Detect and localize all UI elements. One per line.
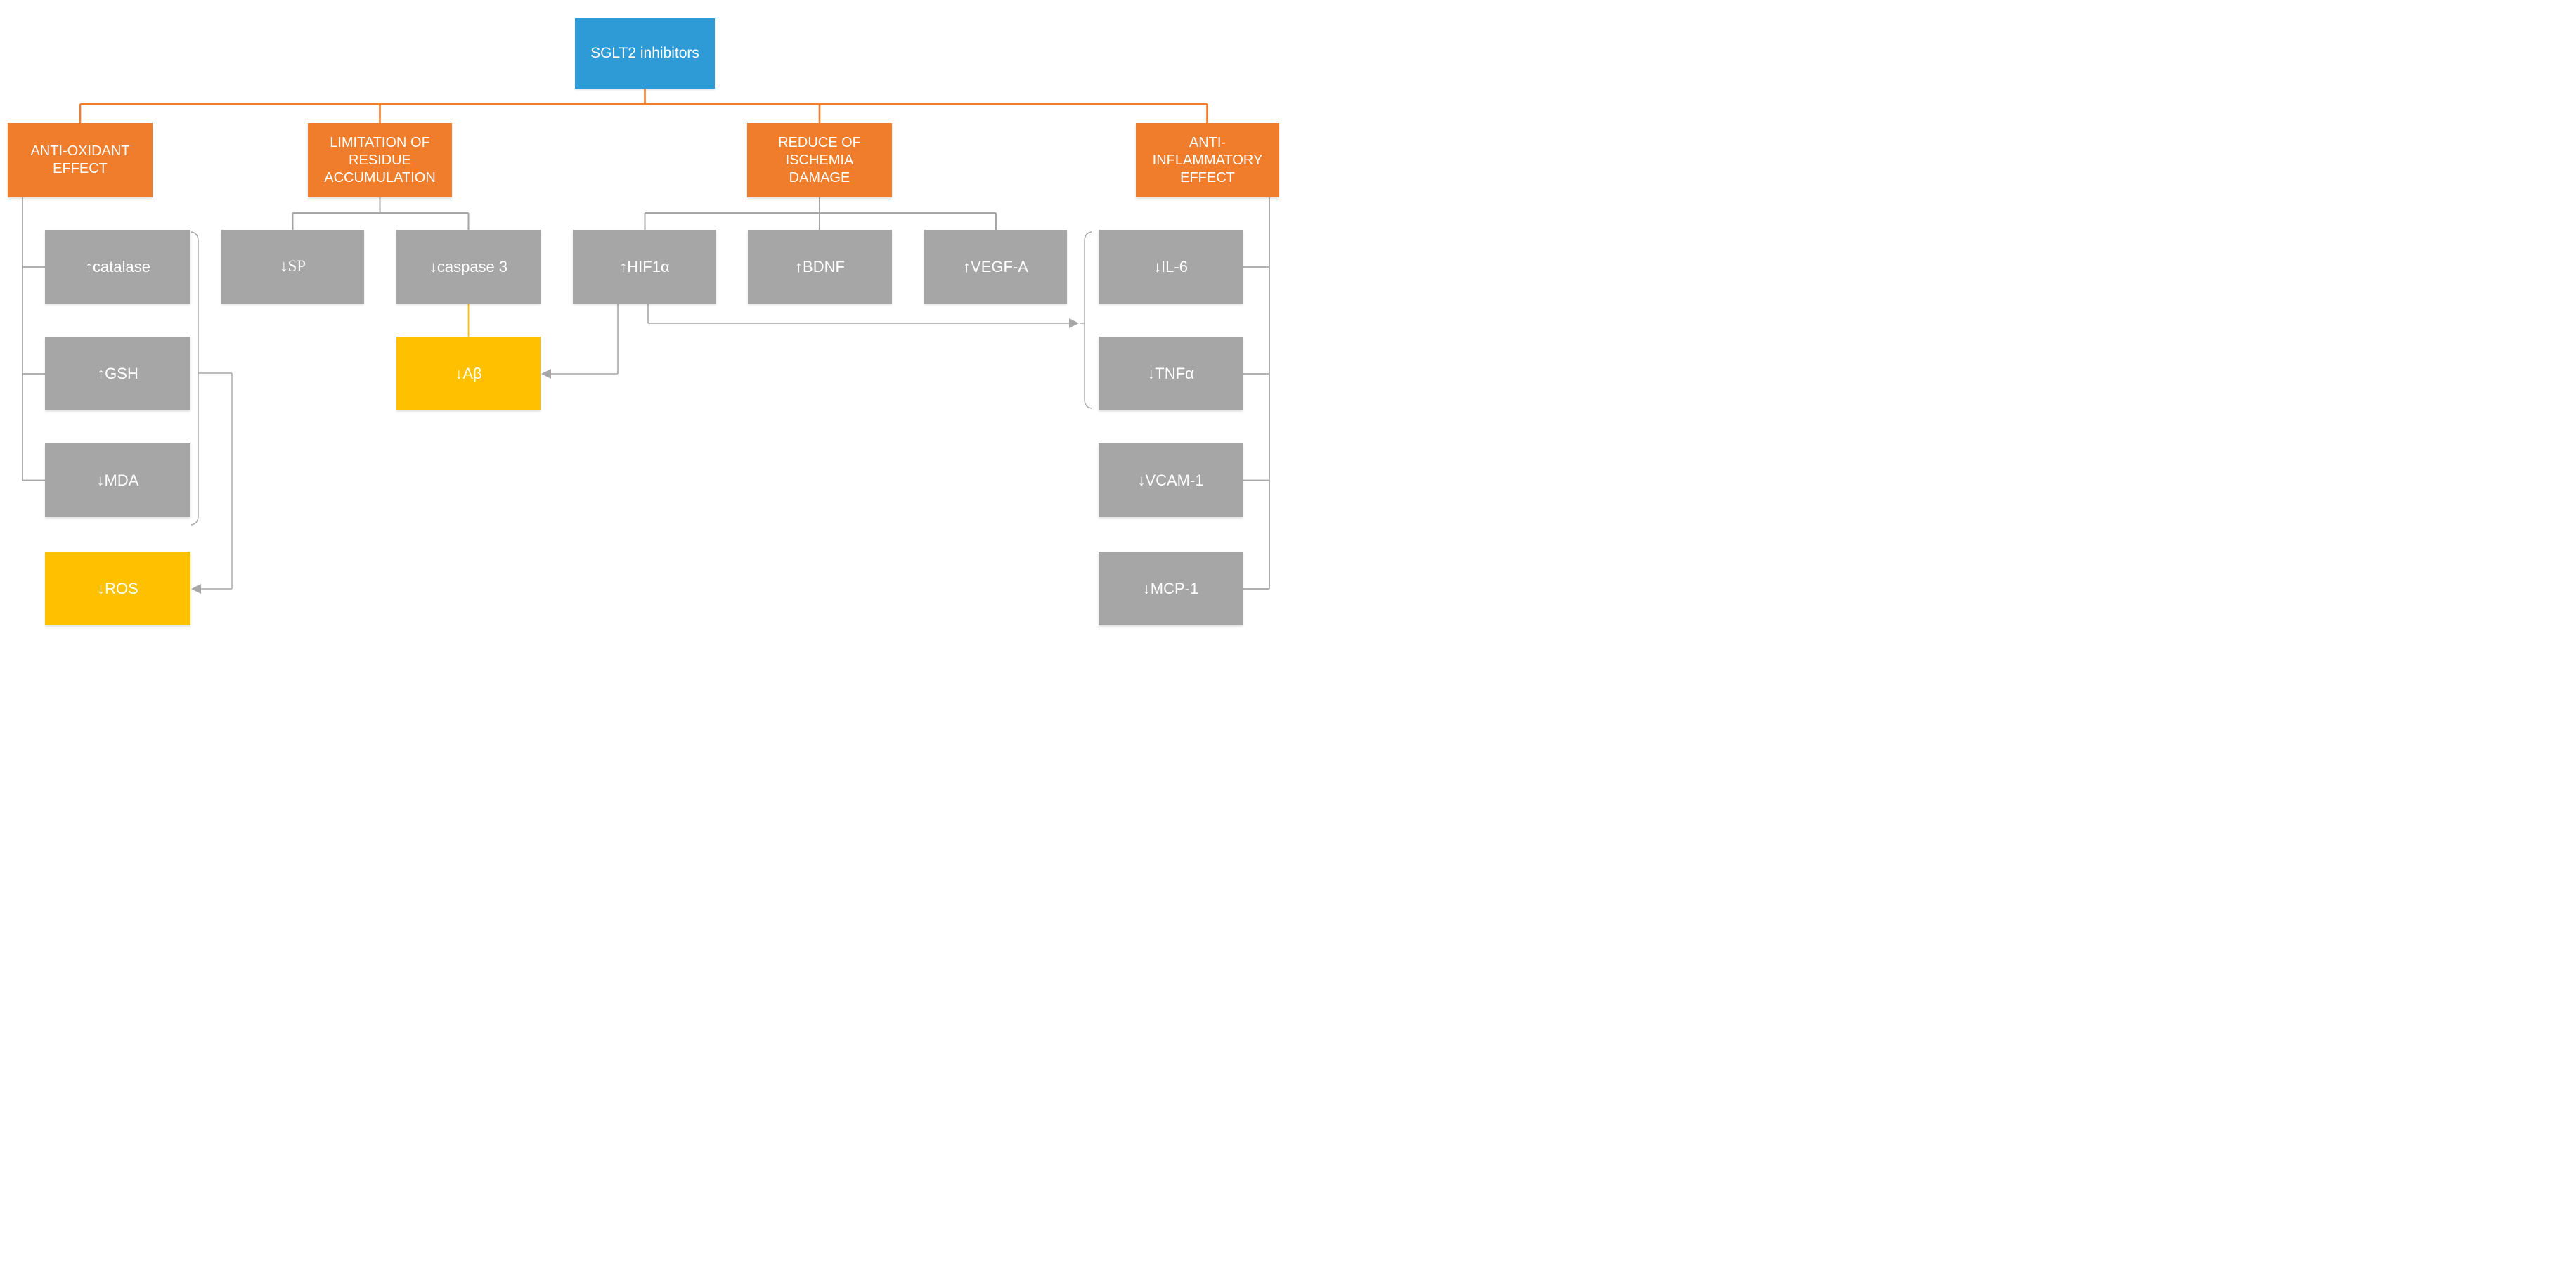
ischemia-tree-connectors [644,197,997,230]
anti-inflammatory-column-connectors [1243,197,1270,590]
node-ros-outcome: ↓ROS [45,552,190,625]
hif1a-inflammation-arrow [647,304,1069,324]
branch-reduce-ischemia-damage: REDUCE OF ISCHEMIA DAMAGE [747,123,892,197]
node-tnfa: ↓TNFα [1099,337,1243,410]
node-bdnf: ↑BDNF [748,230,892,304]
sglt2-effects-diagram: SGLT2 inhibitors ANTI-OXIDANT EFFECT LIM… [0,0,1288,644]
node-caspase-3: ↓caspase 3 [396,230,541,304]
branch-anti-oxidant-effect: ANTI-OXIDANT EFFECT [8,123,153,197]
node-gsh: ↑GSH [45,337,190,410]
anti-oxidant-column-connectors [22,197,45,481]
il6-tnfa-bracket [1080,231,1092,409]
hif1a-abeta-arrow [550,304,619,375]
limitation-tree-connectors [292,197,470,230]
connector-layer [22,89,1270,594]
node-catalase: ↑catalase [45,230,190,304]
node-hif1a: ↑HIF1α [573,230,716,304]
node-sp: ↓SP [221,230,364,304]
branch-anti-inflammatory-effect: ANTI- INFLAMMATORY EFFECT [1136,123,1279,197]
node-mcp-1: ↓MCP-1 [1099,552,1243,625]
ros-bracket-arrow [190,231,233,590]
node-amyloid-beta-outcome: ↓Aβ [396,337,541,410]
node-vegf-a: ↑VEGF-A [924,230,1067,304]
node-vcam-1: ↓VCAM-1 [1099,443,1243,517]
inflammation-arrowhead [1069,318,1079,328]
node-sglt2-inhibitors: SGLT2 inhibitors [575,18,715,89]
node-il-6: ↓IL-6 [1099,230,1243,304]
node-mda: ↓MDA [45,443,190,517]
ros-arrowhead [191,584,201,594]
branch-limitation-residue-accumulation: LIMITATION OF RESIDUE ACCUMULATION [308,123,452,197]
root-tree-connectors [79,89,1208,124]
abeta-arrowhead [541,369,551,379]
